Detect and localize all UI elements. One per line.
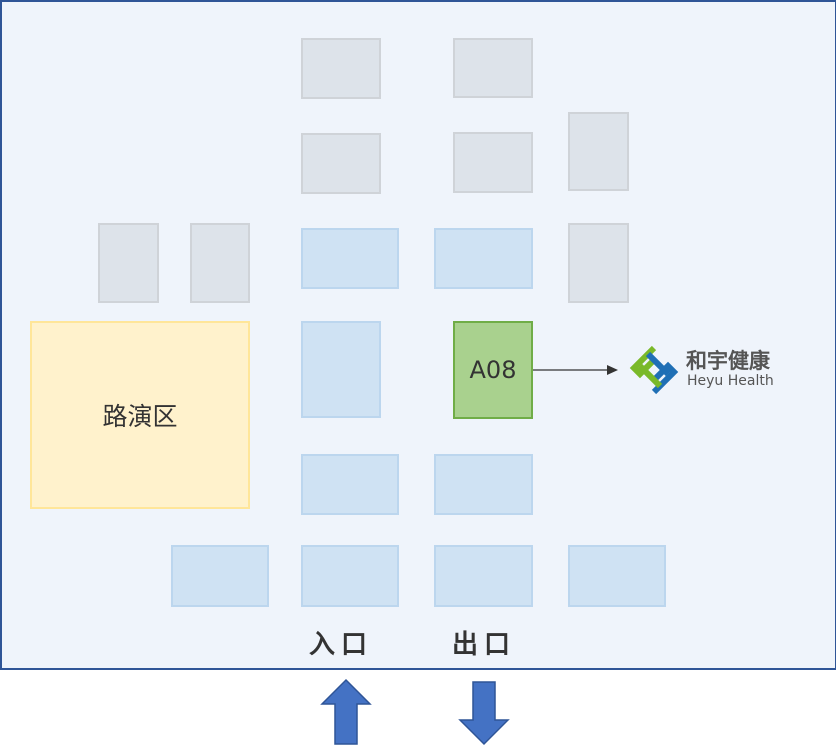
booth-blue [171, 545, 269, 607]
booth-gray [301, 133, 381, 194]
booth-gray [453, 38, 533, 98]
booth-gray [453, 132, 533, 193]
pointer-arrow [533, 365, 618, 375]
booth-blue [301, 228, 399, 289]
logo-en-text: Heyu Health [687, 373, 774, 389]
booth-gray [301, 38, 381, 99]
entrance-arrow-up-icon [320, 678, 372, 745]
booth-gray [568, 112, 629, 191]
logo-cn-text: 和宇健康 [686, 349, 770, 373]
heyu-logo-icon [629, 345, 679, 395]
exit-label: 出口 [452, 630, 517, 660]
exit-arrow-down-icon [458, 681, 510, 746]
booth-blue [568, 545, 666, 607]
booth-gray [190, 223, 250, 303]
booth-blue [434, 228, 533, 289]
booth-a08: A08 [453, 321, 533, 419]
entrance-label: 入口 [309, 630, 374, 660]
booth-blue [434, 454, 533, 515]
booth-gray [98, 223, 159, 303]
booth-blue [434, 545, 533, 607]
booth-blue [301, 545, 399, 607]
roadshow-area: 路演区 [30, 321, 250, 509]
booth-blue [301, 321, 381, 418]
booth-blue [301, 454, 399, 515]
booth-gray [568, 223, 629, 303]
